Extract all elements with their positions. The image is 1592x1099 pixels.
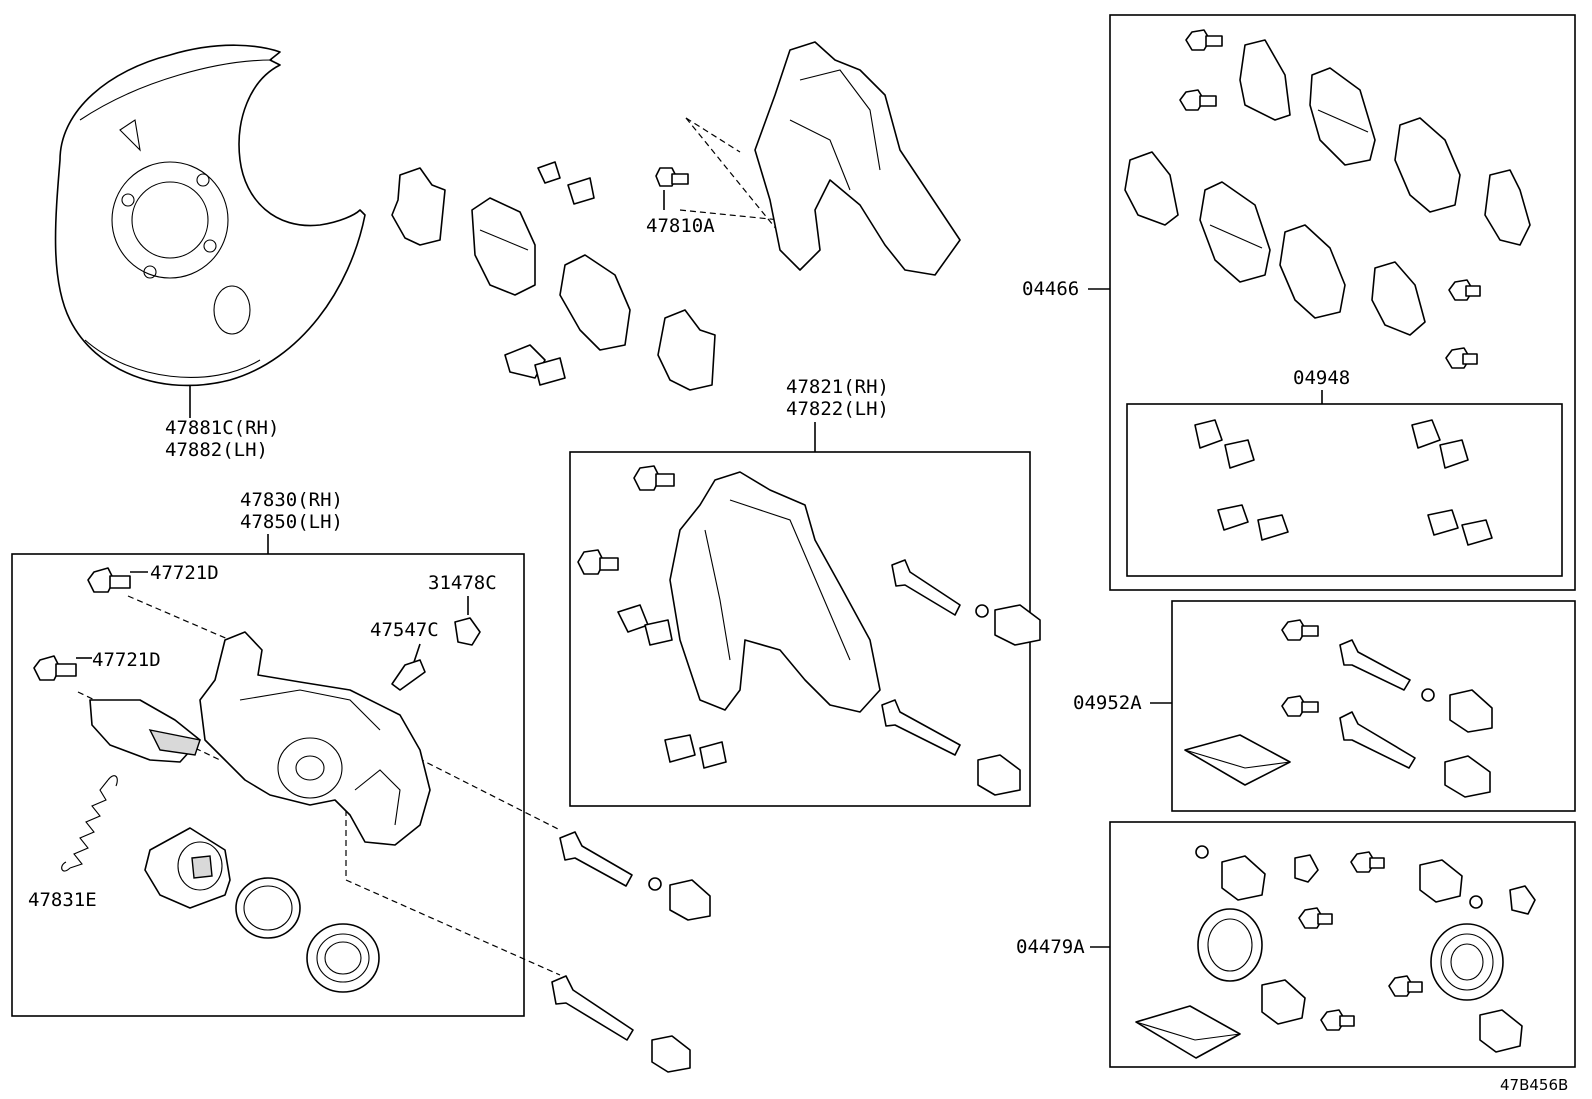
fitting-kit-box	[1126, 403, 1563, 577]
label-spring-47831e: 47831E	[28, 889, 97, 911]
label-backing-plate-lh: 47882(LH)	[165, 439, 268, 461]
piston-part[interactable]	[144, 827, 231, 909]
label-caliper-rh: 47830(RH)	[240, 489, 343, 511]
pad-kit-bolt-3[interactable]	[1448, 279, 1481, 301]
label-cap-31478c: 31478C	[428, 572, 497, 594]
brake-pad-top-1[interactable]	[471, 197, 536, 296]
anti-squeal-shim-top-left[interactable]	[391, 167, 446, 246]
pin-kit-boot-2[interactable]	[1444, 755, 1491, 798]
bolt-mounting-1[interactable]	[633, 465, 675, 491]
seal-kit-small-parts[interactable]	[1195, 845, 1536, 929]
seal-kit-grease-packet[interactable]	[1135, 1005, 1241, 1059]
label-fitting-kit-04948: 04948	[1293, 367, 1350, 389]
return-spring-part[interactable]	[61, 775, 118, 872]
guide-pin-caliper-1[interactable]	[559, 831, 711, 921]
caliper-bracket-mounting[interactable]	[669, 471, 881, 713]
guide-pin-mounting-2[interactable]	[881, 699, 1021, 796]
fitting-clips-4[interactable]	[1427, 509, 1493, 546]
pin-kit-bolt-2[interactable]	[1281, 695, 1319, 717]
label-pin-kit-04952a: 04952A	[1073, 692, 1142, 714]
bolt-47721d-b-part[interactable]	[33, 655, 77, 681]
caliper-bracket-top[interactable]	[754, 41, 961, 276]
pin-kit-bolt-1[interactable]	[1281, 619, 1319, 641]
pad-kit-bolt-2[interactable]	[1179, 89, 1217, 111]
seal-kit-piston-seal[interactable]	[1197, 908, 1263, 982]
pad-clips-top[interactable]	[537, 161, 595, 205]
pad-clips-mounting-1[interactable]	[617, 604, 673, 646]
bleeder-screw-part[interactable]	[391, 659, 426, 691]
guide-pin-caliper-2[interactable]	[551, 975, 691, 1073]
label-bolt-47721d-b: 47721D	[92, 649, 161, 671]
bolt-47721d-a-part[interactable]	[87, 567, 131, 593]
pin-kit-boot-1[interactable]	[1449, 689, 1493, 733]
label-bolt-47810a: 47810A	[646, 215, 715, 237]
pad-kit-shim-4[interactable]	[1371, 261, 1426, 336]
brake-pad-top-2[interactable]	[559, 254, 631, 351]
caliper-box	[11, 553, 525, 1017]
bleeder-cap-part[interactable]	[454, 617, 481, 646]
guide-pin-mounting-1[interactable]	[891, 559, 1041, 646]
pad-kit-pad-2[interactable]	[1199, 181, 1271, 283]
fitting-clips-1[interactable]	[1194, 419, 1255, 469]
pad-clips-mounting-2[interactable]	[664, 734, 727, 769]
diagram-reference-id: 47B456B	[1500, 1076, 1568, 1094]
pad-kit-shim-3[interactable]	[1124, 151, 1179, 226]
pin-kit-pin-1[interactable]	[1339, 639, 1435, 702]
pad-kit-backing-1[interactable]	[1394, 117, 1461, 213]
piston-seal-part[interactable]	[235, 877, 301, 939]
seal-kit-piston-boot[interactable]	[1430, 923, 1504, 1001]
label-bleeder-47547c: 47547C	[370, 619, 439, 641]
caliper-body-part[interactable]	[89, 631, 431, 846]
pad-kit-shim-2[interactable]	[1484, 169, 1531, 246]
fitting-clips-2[interactable]	[1411, 419, 1469, 469]
pad-kit-backing-2[interactable]	[1279, 224, 1346, 319]
pad-kit-bolt-4[interactable]	[1445, 347, 1478, 369]
pad-clips-lower[interactable]	[504, 344, 566, 386]
label-backing-plate-rh: 47881C(RH)	[165, 417, 279, 439]
bolt-mounting-2[interactable]	[577, 549, 619, 575]
backing-plate-part[interactable]	[54, 44, 366, 387]
anti-squeal-shim-top-right[interactable]	[657, 309, 716, 391]
label-caliper-lh: 47850(LH)	[240, 511, 343, 533]
label-pad-kit-04466: 04466	[1022, 278, 1079, 300]
pin-kit-pin-2[interactable]	[1339, 711, 1416, 769]
pad-kit-bolt-1[interactable]	[1185, 29, 1223, 51]
label-bolt-47721d-a: 47721D	[150, 562, 219, 584]
piston-boot-part[interactable]	[306, 923, 380, 993]
pad-kit-box	[1109, 14, 1576, 591]
label-mounting-kit-lh: 47822(LH)	[786, 398, 889, 420]
pin-kit-grease-packet[interactable]	[1184, 734, 1291, 786]
pad-kit-shim-1[interactable]	[1239, 39, 1291, 121]
label-seal-kit-04479a: 04479A	[1016, 936, 1085, 958]
pad-kit-pad-1[interactable]	[1309, 67, 1376, 166]
seal-kit-boots-lower[interactable]	[1261, 975, 1523, 1053]
label-mounting-kit-rh: 47821(RH)	[786, 376, 889, 398]
pin-kit-box	[1171, 600, 1576, 812]
bolt-47810a-part[interactable]	[655, 167, 689, 187]
seal-kit-box	[1109, 821, 1576, 1068]
fitting-clips-3[interactable]	[1217, 504, 1289, 541]
